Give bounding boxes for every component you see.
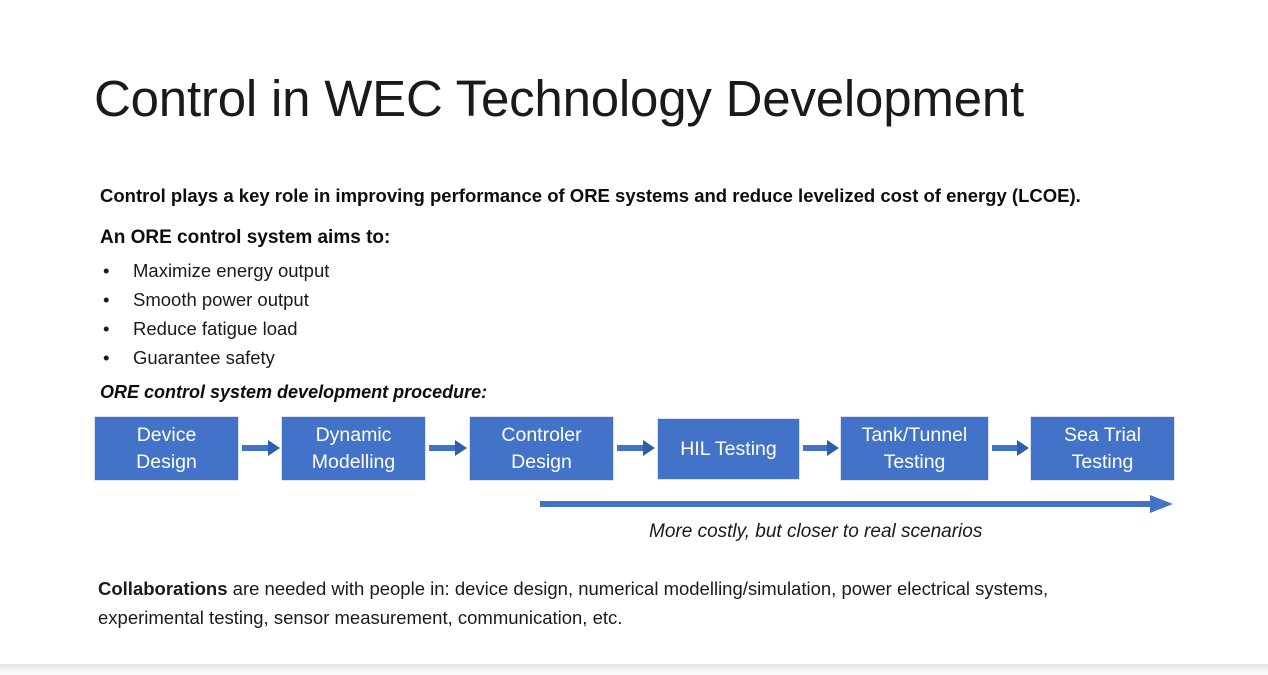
flow-step-label-line1: Dynamic [315, 423, 392, 446]
arrow-shaft [540, 501, 1153, 507]
flow-step-label-line1: Sea Trial [1064, 423, 1141, 446]
flow-step-label-line1: Tank/Tunnel [861, 423, 968, 446]
page-title: Control in WEC Technology Development [94, 70, 1024, 127]
bullet-marker-icon: • [103, 318, 110, 339]
list-item-label: Reduce fatigue load [133, 318, 298, 339]
flow-arrow-icon [992, 440, 1029, 456]
arrow-shaft [242, 445, 268, 451]
lead-statement: Control plays a key role in improving pe… [100, 185, 1081, 206]
arrow-head [455, 440, 467, 456]
arrow-shaft [992, 445, 1017, 451]
flow-arrow-icon [242, 440, 280, 456]
slide-viewer-bottom-edge [0, 664, 1268, 675]
flow-step-dynamic-modelling: Dynamic Modelling [282, 417, 425, 480]
flow-step-device-design: Device Design [95, 417, 238, 480]
flow-step-label-line1: Device [136, 423, 197, 446]
aims-bullet-list: • Maximize energy output • Smooth power … [100, 256, 329, 372]
bullet-marker-icon: • [103, 289, 110, 310]
list-item: • Smooth power output [100, 285, 329, 314]
list-item: • Reduce fatigue load [100, 314, 329, 343]
list-item-label: Maximize energy output [133, 260, 330, 281]
flow-step-hil-testing: HIL Testing [658, 419, 799, 479]
arrow-head [643, 440, 655, 456]
arrow-head [1017, 440, 1029, 456]
flow-step-label-line2: Testing [1071, 450, 1134, 473]
list-item: • Guarantee safety [100, 343, 329, 372]
flow-step-controller-design: Controler Design [470, 417, 613, 480]
flow-step-label-line2: Design [136, 450, 197, 473]
flow-step-sea-trial-testing: Sea Trial Testing [1031, 417, 1174, 480]
list-item-label: Smooth power output [133, 289, 309, 310]
procedure-heading: ORE control system development procedure… [100, 382, 488, 402]
flow-step-tank-tunnel-testing: Tank/Tunnel Testing [841, 417, 988, 480]
arrow-head [1150, 495, 1173, 513]
flow-arrow-icon [617, 440, 655, 456]
list-item: • Maximize energy output [100, 256, 329, 285]
flow-arrow-icon [429, 440, 467, 456]
bullet-marker-icon: • [103, 347, 110, 368]
bullet-marker-icon: • [103, 260, 110, 281]
cost-progression-arrow-icon [540, 495, 1173, 513]
arrow-head [268, 440, 280, 456]
aims-subheading: An ORE control system aims to: [100, 227, 391, 248]
collaborations-body: are needed with people in: device design… [98, 578, 1049, 628]
flow-step-label-line2: Testing [883, 450, 946, 473]
arrow-shaft [617, 445, 643, 451]
collaborations-bold-lead: Collaborations [98, 578, 228, 599]
cost-progression-caption: More costly, but closer to real scenario… [649, 521, 983, 542]
arrow-shaft [429, 445, 455, 451]
list-item-label: Guarantee safety [133, 347, 275, 368]
flow-arrow-icon [803, 440, 839, 456]
collaborations-paragraph: Collaborations are needed with people in… [98, 574, 1158, 632]
flow-step-label-line1: Controler [501, 423, 582, 446]
flow-step-label-line2: Design [511, 450, 572, 473]
arrow-shaft [803, 445, 827, 451]
arrow-head [827, 440, 839, 456]
flow-step-label-line1: HIL Testing [680, 437, 777, 460]
flow-step-label-line2: Modelling [311, 450, 396, 473]
